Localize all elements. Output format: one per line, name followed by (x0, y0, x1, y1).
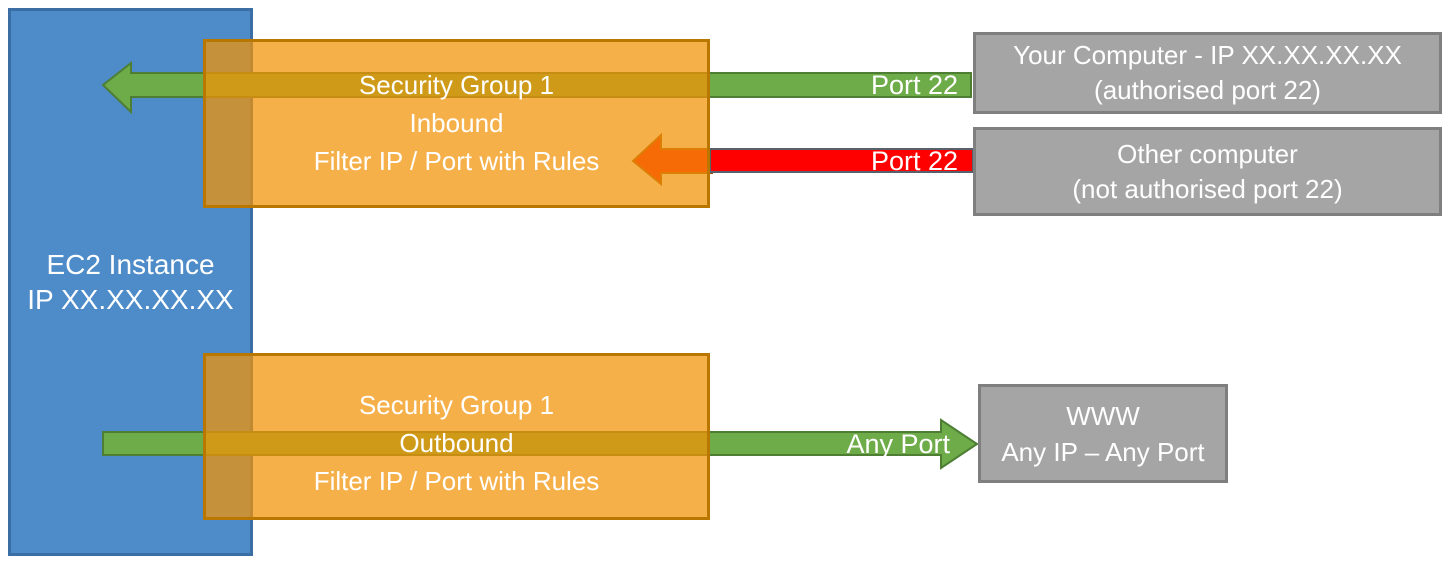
sg-inbound-rule: Filter IP / Port with Rules (313, 146, 600, 176)
outbound-port-label: Any Port (846, 429, 950, 459)
security-group-inbound-box: Security Group 1 Inbound Filter IP / Por… (203, 39, 710, 208)
www-subtitle: Any IP – Any Port (1001, 436, 1205, 467)
inbound-blocked-port-label: Port 22 (870, 146, 958, 176)
inbound-allowed-port-label: Port 22 (870, 70, 958, 100)
ec2-instance-name: EC2 Instance (46, 249, 215, 280)
www-box: WWW Any IP – Any Port (978, 384, 1228, 483)
www-title: WWW (1066, 400, 1140, 431)
your-computer-title: Your Computer - IP XX.XX.XX.XX (1013, 40, 1402, 70)
sg-outbound-direction: Outbound (399, 428, 514, 458)
security-group-outbound-box: Security Group 1 Outbound Filter IP / Po… (203, 353, 710, 520)
sg-inbound-direction: Inbound (409, 108, 504, 138)
your-computer-subtitle: (authorised port 22) (1094, 75, 1321, 105)
ec2-instance-ip: IP XX.XX.XX.XX (27, 284, 234, 315)
other-computer-subtitle: (not authorised port 22) (1072, 173, 1343, 204)
other-computer-title: Other computer (1117, 138, 1298, 169)
sg-outbound-rule: Filter IP / Port with Rules (313, 466, 600, 496)
your-computer-box: Your Computer - IP XX.XX.XX.XX (authoris… (973, 32, 1442, 114)
sg-inbound-title: Security Group 1 (358, 70, 555, 100)
sg-outbound-title: Security Group 1 (358, 390, 555, 420)
other-computer-box: Other computer (not authorised port 22) (973, 127, 1442, 216)
